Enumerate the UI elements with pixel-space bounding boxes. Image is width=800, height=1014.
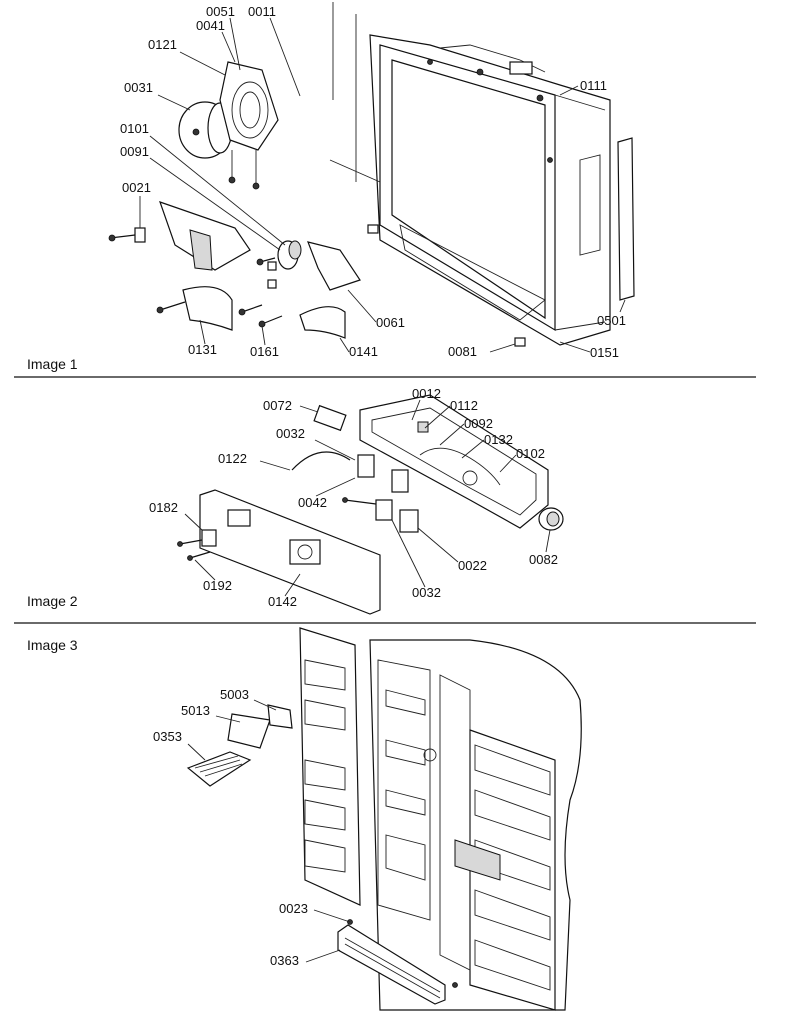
part-label: 0081 — [448, 344, 477, 359]
panel-3-title: Image 3 — [27, 637, 78, 653]
gasket-strip-drawing — [617, 137, 635, 301]
switch-blocks-drawing — [291, 404, 564, 533]
part-label: 0151 — [590, 345, 619, 360]
panel-2-labels: 0072 0012 0112 0092 0032 0132 0102 0122 … — [149, 386, 558, 609]
part-label: 0101 — [120, 121, 149, 136]
panel-3-labels: 5003 5013 0353 0023 0363 — [153, 687, 351, 968]
part-label: 0091 — [120, 144, 149, 159]
part-label: 0102 — [516, 446, 545, 461]
part-label: 0122 — [218, 451, 247, 466]
part-label: 0131 — [188, 342, 217, 357]
part-label: 0112 — [450, 398, 478, 413]
screws-panel-1 — [156, 257, 526, 347]
part-label: 0132 — [484, 432, 513, 447]
freezer-door-bins — [304, 659, 346, 873]
part-label: 0042 — [298, 495, 327, 510]
part-label: 0021 — [122, 180, 151, 195]
part-label: 0022 — [458, 558, 487, 573]
panel-1: 0051 0011 0041 0121 0031 0111 0101 0091 … — [27, 2, 635, 372]
ice-chute-assembly-drawing — [186, 704, 293, 787]
air-diverter-left-drawing — [182, 286, 233, 331]
panel-1-title: Image 1 — [27, 356, 78, 372]
part-label: 0501 — [597, 313, 626, 328]
part-label: 0142 — [268, 594, 297, 609]
freezer-door-drawing — [299, 627, 361, 906]
air-diverter-right-drawing — [299, 306, 346, 339]
evaporator-housing-drawing — [369, 34, 611, 346]
part-label: 0023 — [279, 901, 308, 916]
part-label: 0061 — [376, 315, 405, 330]
part-label: 0031 — [124, 80, 153, 95]
part-label: 0082 — [529, 552, 558, 567]
panel-3: Image 3 — [27, 627, 582, 1011]
panel-2: 0072 0012 0112 0092 0032 0132 0102 0122 … — [27, 386, 564, 615]
part-label: 0121 — [148, 37, 177, 52]
part-label: 0032 — [276, 426, 305, 441]
control-bracket-drawing — [359, 394, 549, 529]
part-label: 0192 — [203, 578, 232, 593]
part-label: 0041 — [196, 18, 225, 33]
part-label: 0111 — [580, 78, 607, 93]
panel-2-title: Image 2 — [27, 593, 78, 609]
part-label: 0032 — [412, 585, 441, 600]
part-label: 0161 — [250, 344, 279, 359]
fan-shroud-drawing — [219, 61, 279, 190]
part-label: 0011 — [248, 4, 276, 19]
part-label: 5013 — [181, 703, 210, 718]
part-label: 0051 — [206, 4, 235, 19]
part-label: 0353 — [153, 729, 182, 744]
part-label: 0141 — [349, 344, 378, 359]
part-label: 0182 — [149, 500, 178, 515]
interior-shelves — [385, 689, 501, 881]
part-label: 0363 — [270, 953, 299, 968]
panel-1-labels: 0051 0011 0041 0121 0031 0111 0101 0091 … — [120, 4, 626, 360]
part-label: 0072 — [263, 398, 292, 413]
part-label: 0092 — [464, 416, 493, 431]
part-label: 5003 — [220, 687, 249, 702]
part-label: 0012 — [412, 386, 441, 401]
damper-assembly-drawing — [108, 201, 379, 291]
